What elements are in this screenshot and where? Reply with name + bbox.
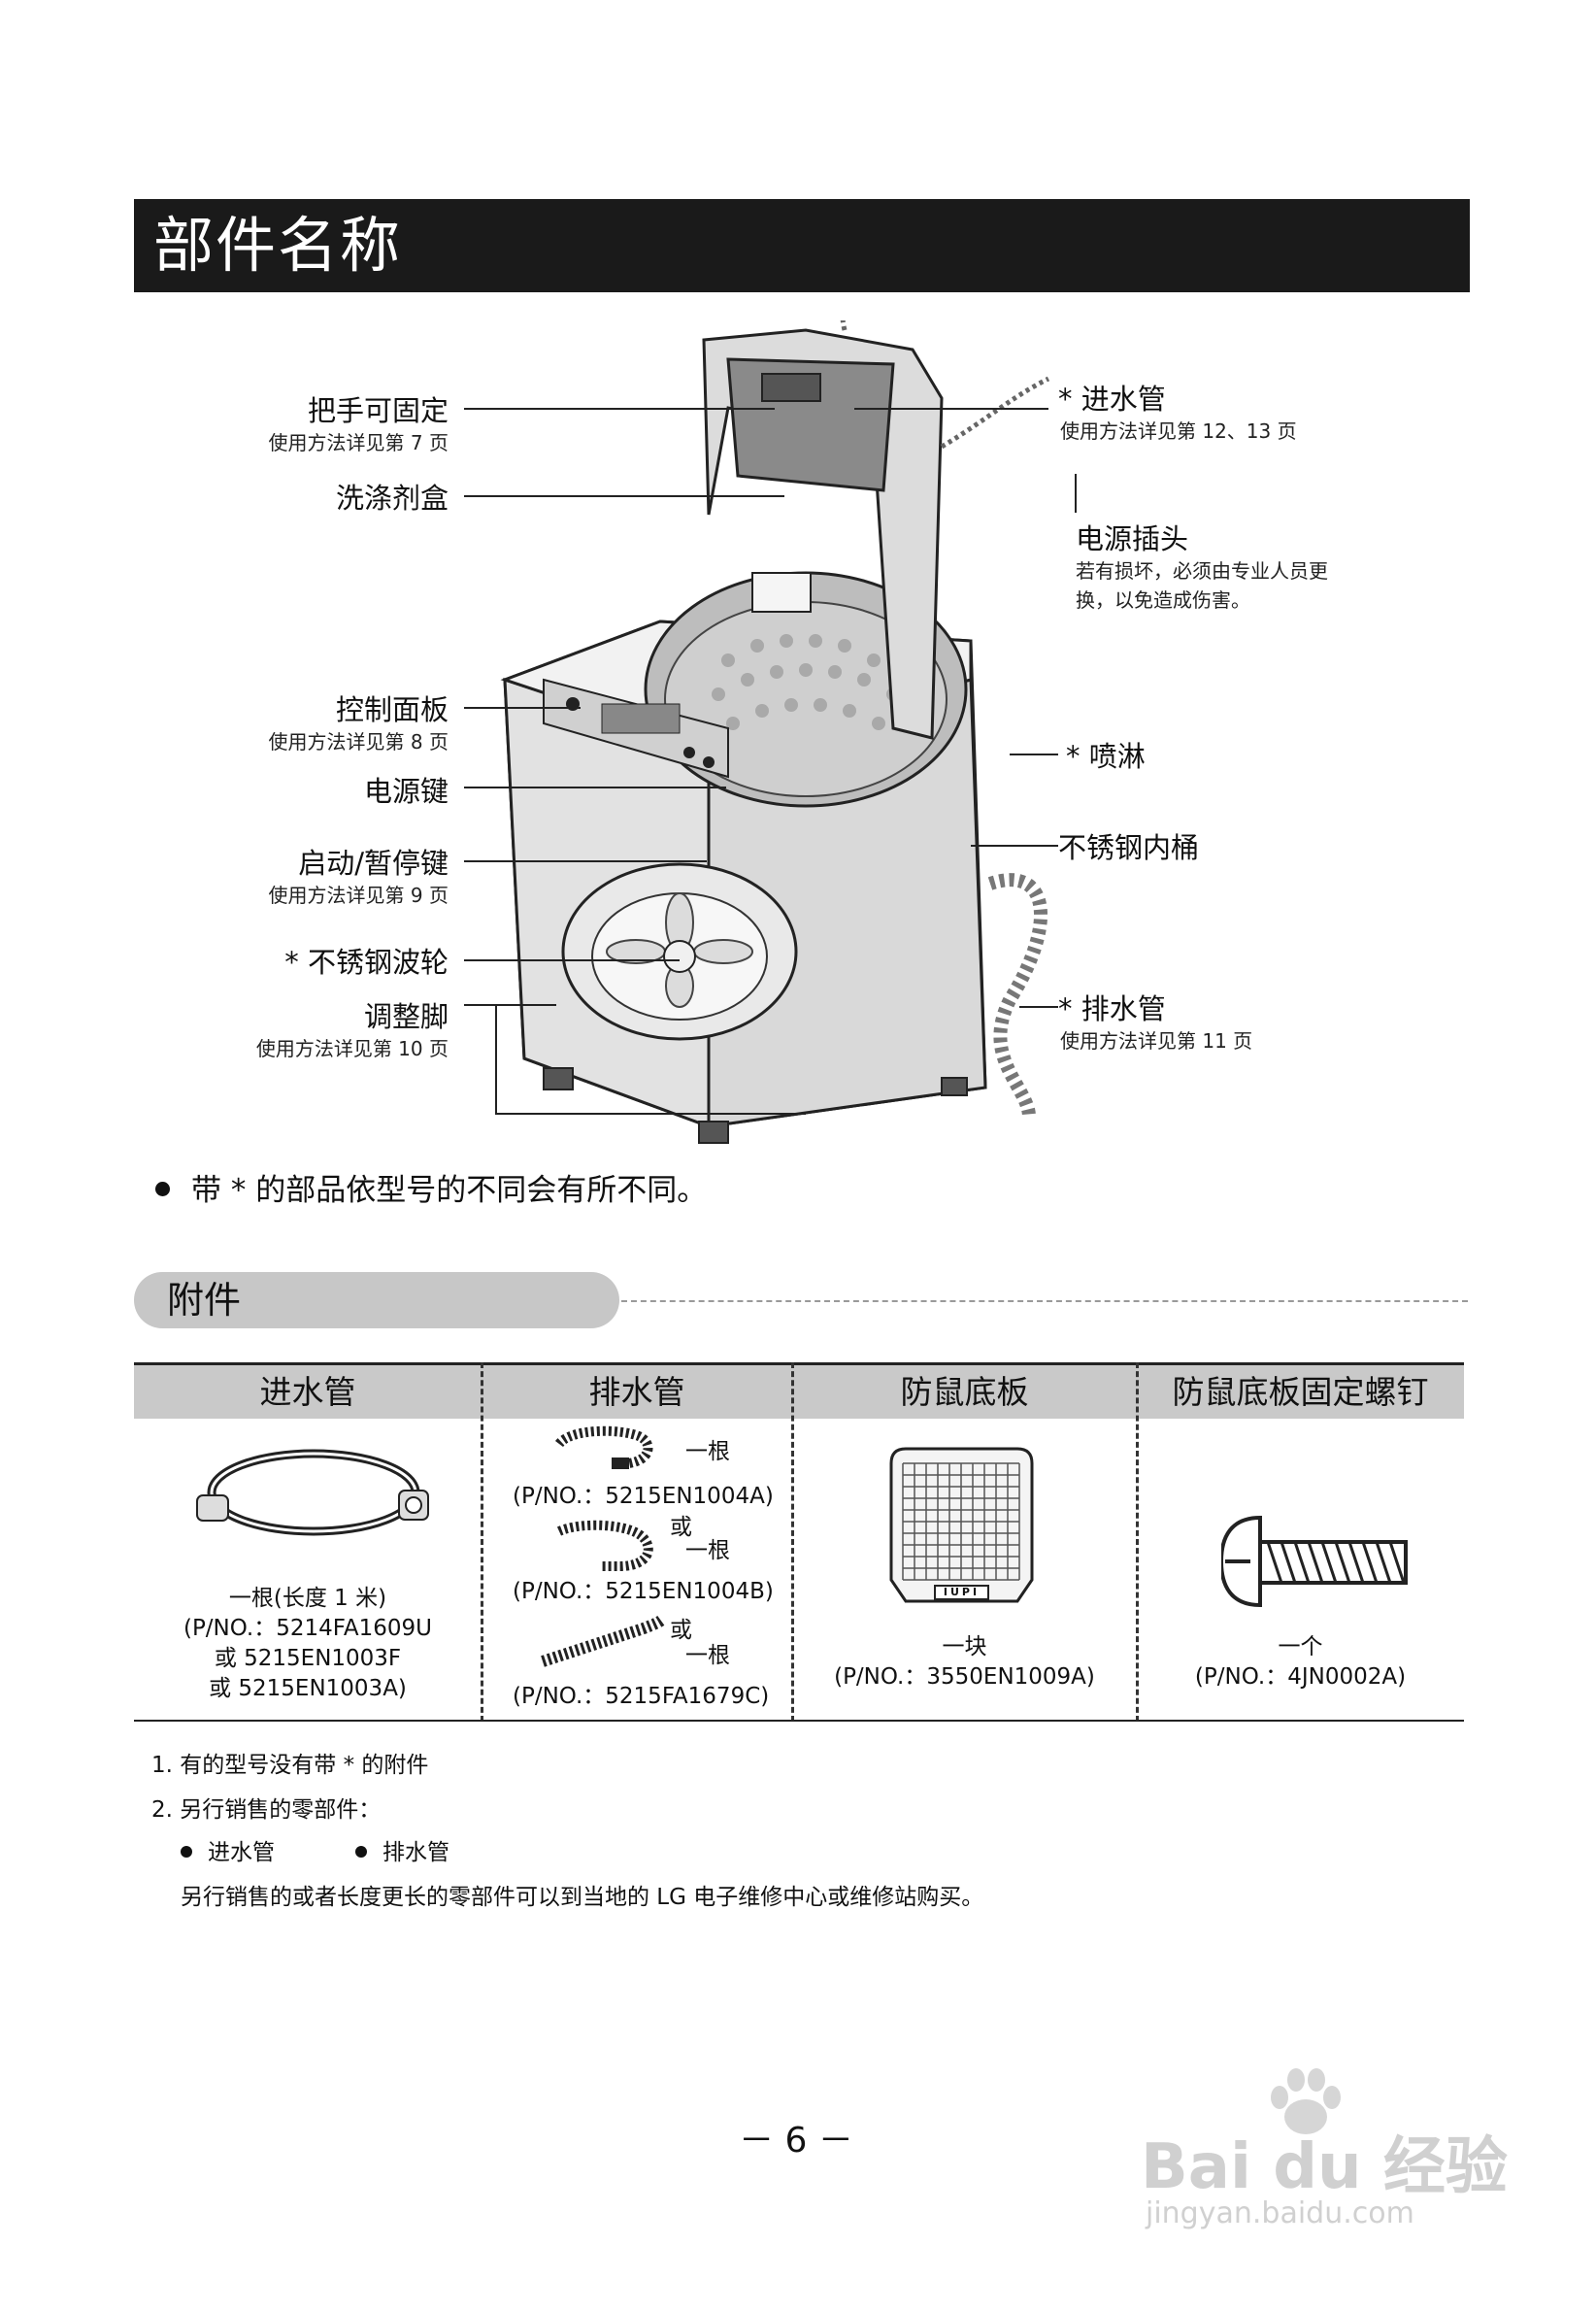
watermark-url: jingyan.baidu.com xyxy=(1146,2196,1414,2230)
page-number: － 6 － xyxy=(739,2121,853,2161)
header-rat-guard-screw: 防鼠底板固定螺钉 xyxy=(1172,1373,1429,1411)
screw-info: 一个 (P/NO.：4JN0002A) xyxy=(1137,1632,1464,1692)
accessories-table: 进水管 排水管 防鼠底板 防鼠底板固定螺钉 一根(长度 1 米) (P/NO.：… xyxy=(134,1362,1464,1722)
drain-hose-b-image xyxy=(556,1520,653,1571)
leader-line xyxy=(464,707,581,709)
inlet-hose-pn-3: 或 5215EN1003A) xyxy=(209,1676,407,1701)
washer-illustration xyxy=(500,320,1050,1144)
callout-start-pause-sub: 使用方法详见第 9 页 xyxy=(268,884,449,907)
drain-hose-a-pn: (P/NO.：5215EN1004A) xyxy=(513,1484,774,1509)
model-note: 带 * 的部品依型号的不同会有所不同。 xyxy=(155,1165,707,1209)
callout-pulsator: * 不锈钢波轮 xyxy=(284,946,449,979)
watermark-brand: Bai du 经验 xyxy=(1141,2131,1508,2203)
callout-shower: * 喷淋 xyxy=(1066,740,1146,773)
callout-control-panel-sub: 使用方法详见第 8 页 xyxy=(268,730,449,754)
callout-power-button: 电源键 xyxy=(363,775,449,808)
section-title: 部件名称 xyxy=(134,199,1470,292)
footnote-2: 2. 另行销售的零部件： xyxy=(151,1797,382,1823)
leader-line xyxy=(1019,1006,1058,1008)
rat-guard-info: 一块 (P/NO.：3550EN1009A) xyxy=(792,1632,1137,1692)
drain-or-2: 或 xyxy=(670,1618,692,1643)
table-bottom-rule xyxy=(134,1720,1464,1722)
drain-hose-a-image xyxy=(555,1425,653,1469)
callout-inlet-hose-sub: 使用方法详见第 12、13 页 xyxy=(1060,419,1297,443)
drain-hose-c-pn: (P/NO.：5215FA1679C) xyxy=(513,1684,770,1709)
drain-hose-c-image xyxy=(541,1614,668,1667)
bullet-icon xyxy=(155,1182,170,1196)
leader-line xyxy=(464,959,680,961)
bullet-icon xyxy=(181,1845,192,1858)
leader-line xyxy=(495,1004,497,1113)
inlet-hose-pn-2: 或 5215EN1003F xyxy=(214,1646,402,1671)
leader-line xyxy=(1010,754,1058,755)
inlet-hose-qty: 一根(长度 1 米) xyxy=(228,1586,387,1611)
column-separator xyxy=(791,1362,794,1722)
callout-inlet-hose: * 进水管 xyxy=(1058,383,1166,416)
screw-pn: (P/NO.：4JN0002A) xyxy=(1194,1664,1407,1690)
inlet-hose-pn-1: (P/NO.：5214FA1609U xyxy=(183,1616,433,1641)
paw-logo-icon xyxy=(1271,2068,1341,2134)
leader-line xyxy=(464,860,707,862)
drain-hose-b-qty: 一根 xyxy=(685,1538,730,1563)
drain-hose-b-pn: (P/NO.：5215EN1004B) xyxy=(513,1579,774,1604)
leader-line xyxy=(971,845,1058,847)
screw-image xyxy=(1221,1515,1408,1608)
drain-hose-a-qty: 一根 xyxy=(685,1439,730,1464)
footnote-bullet-drain: 排水管 xyxy=(355,1833,449,1866)
screw-qty: 一个 xyxy=(1278,1634,1323,1659)
leader-line xyxy=(464,1004,556,1006)
callout-drain-hose-sub: 使用方法详见第 11 页 xyxy=(1060,1029,1253,1053)
bullet-icon xyxy=(355,1845,367,1858)
inlet-hose-image xyxy=(196,1449,429,1536)
rat-guard-qty: 一块 xyxy=(942,1634,987,1659)
footnote-bullet-inlet-text: 进水管 xyxy=(208,1840,275,1865)
callout-detergent-box: 洗涤剂盒 xyxy=(335,482,449,515)
callout-stainless-tub: 不锈钢内桶 xyxy=(1058,831,1200,864)
drain-or-1: 或 xyxy=(670,1515,692,1540)
callout-handle-sub: 使用方法详见第 7 页 xyxy=(268,431,449,454)
column-separator xyxy=(1136,1362,1139,1722)
rat-guard-mark: IUPI xyxy=(943,1586,981,1598)
drain-hose-c-qty: 一根 xyxy=(685,1643,730,1668)
callout-leveling-foot-sub: 使用方法详见第 10 页 xyxy=(255,1037,449,1060)
column-separator xyxy=(481,1362,483,1722)
inlet-hose-info: 一根(长度 1 米) (P/NO.：5214FA1609U 或 5215EN10… xyxy=(134,1584,482,1704)
section-divider xyxy=(621,1300,1468,1302)
leader-line xyxy=(854,408,1048,410)
header-rat-guard: 防鼠底板 xyxy=(900,1373,1029,1411)
leader-line xyxy=(464,495,784,497)
callout-drain-hose: * 排水管 xyxy=(1058,992,1166,1025)
footnote-bullet-inlet: 进水管 xyxy=(181,1833,275,1866)
callout-control-panel: 控制面板 xyxy=(335,693,449,726)
accessories-title: 附件 xyxy=(134,1272,619,1328)
rat-guard-pn: (P/NO.：3550EN1009A) xyxy=(834,1664,1095,1690)
rat-guard-plate-image xyxy=(889,1447,1034,1603)
footnote-3: 另行销售的或者长度更长的零部件可以到当地的 LG 电子维修中心或维修站购买。 xyxy=(181,1885,984,1910)
leader-line xyxy=(1075,474,1077,513)
header-drain-hose: 排水管 xyxy=(588,1373,685,1411)
leader-line xyxy=(495,1113,806,1115)
footnote-1: 1. 有的型号没有带 * 的附件 xyxy=(151,1753,429,1778)
model-note-text: 带 * 的部品依型号的不同会有所不同。 xyxy=(191,1173,708,1208)
footnote-bullet-drain-text: 排水管 xyxy=(382,1840,449,1865)
callout-handle: 把手可固定 xyxy=(307,394,449,427)
leader-line xyxy=(464,408,775,410)
leader-line xyxy=(464,787,726,788)
callout-leveling-foot: 调整脚 xyxy=(363,1000,449,1033)
callout-power-plug-sub: 若有损坏，必须由专业人员更 xyxy=(1076,559,1328,583)
table-header-row: 进水管 排水管 防鼠底板 防鼠底板固定螺钉 xyxy=(134,1362,1464,1419)
header-inlet-hose: 进水管 xyxy=(259,1373,356,1411)
callout-power-plug: 电源插头 xyxy=(1076,522,1189,555)
callout-power-plug-sub2: 换，以免造成伤害。 xyxy=(1076,588,1250,612)
callout-start-pause-button: 启动/暂停键 xyxy=(298,847,449,880)
